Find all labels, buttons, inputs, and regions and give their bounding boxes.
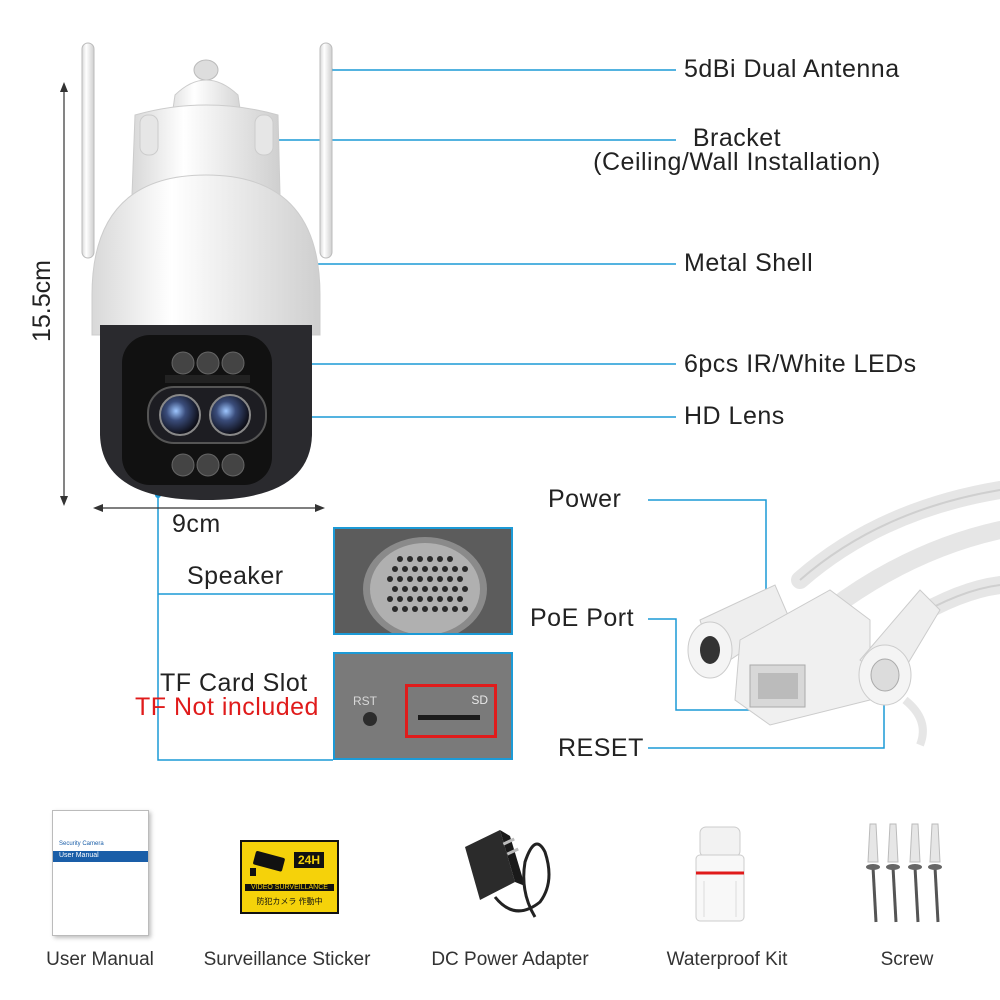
rst-label: RST — [353, 694, 377, 708]
camera-illustration — [81, 42, 333, 500]
right-antenna — [319, 42, 333, 259]
left-lens — [159, 394, 201, 436]
cable-connectors-illustration — [687, 481, 1000, 747]
bracket — [131, 104, 281, 196]
sd-slot-highlight: SD — [405, 684, 497, 738]
callout-line-tf — [157, 495, 333, 761]
sd-slot — [418, 715, 480, 720]
antenna-label: 5dBi Dual Antenna — [684, 55, 900, 83]
bracket-label: Bracket (Ceiling/Wall Installation) — [567, 124, 907, 176]
callout-line-power — [648, 499, 767, 598]
poe-port — [734, 589, 871, 726]
reset-hole — [363, 712, 377, 726]
height-label: 15.5cm — [28, 260, 56, 342]
sticker-badge: 24H — [294, 852, 325, 868]
bracket-label-main: Bracket — [692, 124, 782, 152]
metal-shell — [91, 174, 321, 336]
power-label: Power — [548, 485, 622, 513]
accessory-label-sticker: Surveillance Sticker — [203, 949, 371, 970]
callout-line-poe — [648, 618, 760, 711]
shell-label: Metal Shell — [684, 249, 814, 277]
tf-slot-label: TF Card Slot — [160, 669, 308, 697]
leds-label: 6pcs IR/White LEDs — [684, 350, 917, 378]
bracket-label-sub: (Ceiling/Wall Installation) — [593, 148, 881, 176]
speaker-grille-icon — [363, 537, 487, 633]
left-antenna — [81, 42, 95, 259]
surveillance-sticker-image: 24H VIDEO SURVEILLANCE 防犯カメラ 作動中 — [240, 840, 339, 914]
width-label: 9cm — [172, 510, 221, 538]
accessory-label-manual: User Manual — [46, 949, 154, 970]
power-adapter-icon — [465, 830, 551, 918]
manual-cover-band-text: User Manual — [59, 852, 99, 859]
manual-cover-title: Security Camera — [59, 841, 104, 847]
lens-label: HD Lens — [684, 402, 785, 430]
sd-label: SD — [471, 693, 488, 707]
accessory-label-adapter: DC Power Adapter — [431, 949, 589, 970]
sticker-caption: VIDEO SURVEILLANCE — [245, 884, 334, 891]
callout-line-reset — [648, 690, 885, 749]
power-jack — [687, 584, 791, 679]
accessory-label-screw: Screw — [880, 949, 934, 970]
tf-card-inset: RST SD — [333, 652, 513, 760]
poe-label: PoE Port — [530, 604, 635, 632]
camera-icon — [250, 851, 285, 876]
tf-not-included-label: TF Not included — [135, 693, 319, 721]
manual-cover-band: User Manual — [53, 851, 148, 862]
accessory-label-waterproof: Waterproof Kit — [666, 949, 788, 970]
user-manual-image: Security Camera User Manual — [52, 810, 149, 936]
reset-button — [858, 589, 941, 747]
screw-icon — [866, 823, 942, 923]
sticker-caption-jp: 防犯カメラ 作動中 — [256, 897, 323, 906]
speaker-inset — [333, 527, 513, 635]
right-lens — [209, 394, 251, 436]
speaker-label: Speaker — [187, 562, 284, 590]
waterproof-kit-icon — [695, 826, 745, 922]
height-label-wrap: 15.5cm — [28, 242, 68, 342]
reset-label: RESET — [558, 734, 644, 762]
